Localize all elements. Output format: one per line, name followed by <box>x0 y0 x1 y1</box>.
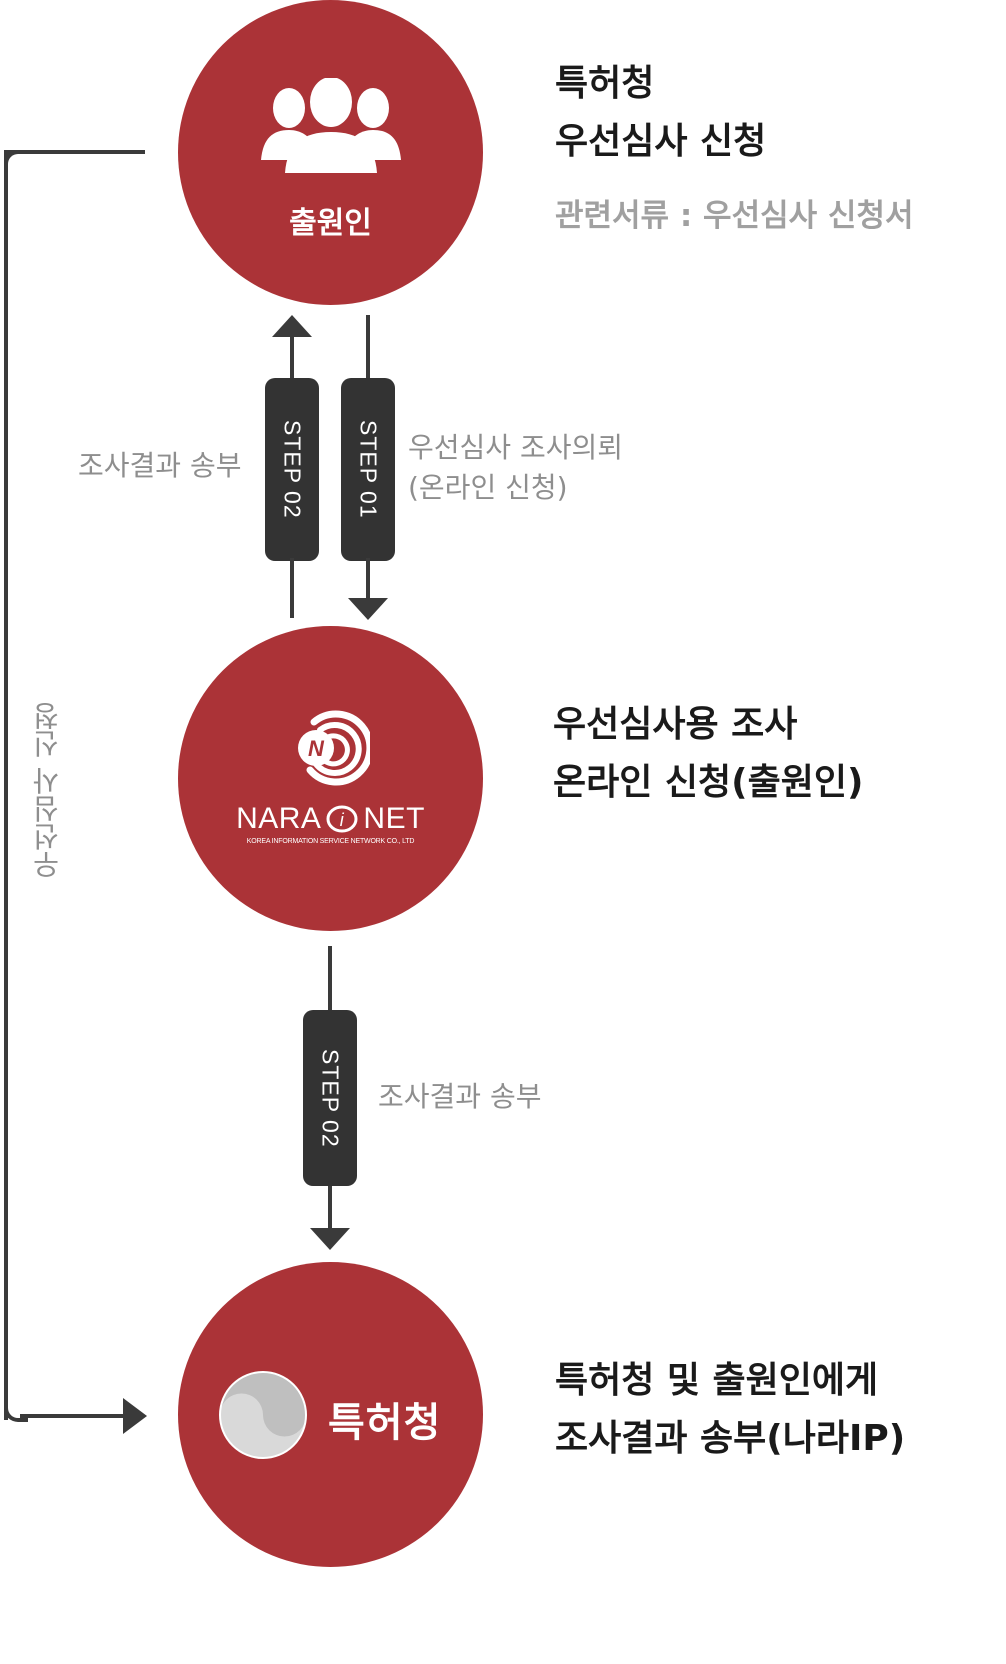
step02-lower-pill: STEP 02 <box>303 1010 357 1186</box>
taegeuk-emblem-icon <box>219 1371 307 1459</box>
applicant-doc-note: 관련서류 : 우선심사 신청서 <box>555 198 914 234</box>
kipo-logo-text: 특허청 <box>328 1400 442 1446</box>
applicant-title: 특허청 우선심사 신청 <box>555 63 767 162</box>
side-path-top-segment <box>8 150 145 154</box>
naranet-node: N NARA i NET KOREA INFORMATION SERVICE N… <box>178 626 483 931</box>
step02-upper-line-top <box>290 334 294 382</box>
step01-line-bottom <box>366 558 370 600</box>
step01-caption: 우선심사 조사의뢰 (온라인 신청) <box>408 431 623 504</box>
step02-upper-line-bottom <box>290 558 294 618</box>
svg-text:i: i <box>340 810 345 830</box>
side-path-top-corner <box>4 150 28 174</box>
svg-text:N: N <box>308 736 325 761</box>
naranet-logo-tagline: KOREA INFORMATION SERVICE NETWORK CO., L… <box>246 838 415 845</box>
kipo-title: 특허청 및 출원인에게 조사결과 송부(나라IP) <box>555 1360 906 1459</box>
applicant-node: 출원인 <box>178 0 483 305</box>
naranet-logo-wordmark: NARA i NET <box>236 802 425 835</box>
side-path-bottom-segment <box>20 1414 125 1418</box>
step02-lower-line-bottom <box>328 1186 332 1230</box>
step02-lower-arrowhead <box>310 1228 350 1250</box>
step02-upper-arrowhead <box>272 315 312 337</box>
applicant-label: 출원인 <box>289 206 372 241</box>
step01-pill: STEP 01 <box>341 378 395 561</box>
naranet-title: 우선심사용 조사 온라인 신청(출원인) <box>553 704 864 803</box>
side-path-arrowhead <box>123 1398 147 1434</box>
step02-upper-caption: 조사결과 송부 <box>78 449 242 482</box>
kipo-node: 특허청 <box>178 1262 483 1567</box>
step01-arrowhead <box>348 598 388 620</box>
side-path-vertical-segment <box>4 150 8 1420</box>
side-path-bottom-corner <box>4 1398 28 1422</box>
step02-lower-caption: 조사결과 송부 <box>378 1080 542 1113</box>
at-icon: i <box>326 805 358 833</box>
people-icon <box>261 78 401 173</box>
side-path-label: 우선심사 신청 <box>31 701 64 879</box>
step01-line-top <box>366 315 370 381</box>
step02-lower-line-top <box>328 946 332 1014</box>
step02-upper-pill: STEP 02 <box>265 378 319 561</box>
naranet-logo-icon: N <box>298 710 370 786</box>
